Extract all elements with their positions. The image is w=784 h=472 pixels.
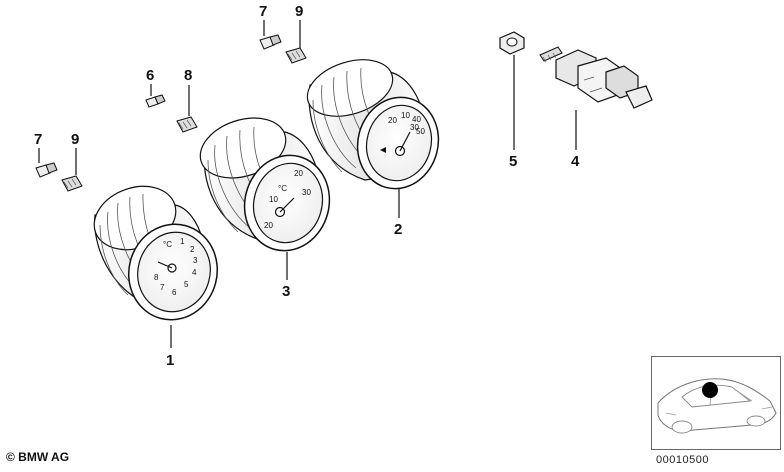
location-marker-icon — [702, 382, 718, 398]
gauge-3: °C 20 30 10 20 — [199, 117, 331, 252]
gauge-2-number: 10 — [401, 111, 410, 120]
socket-9-lower — [61, 175, 83, 192]
gauge-1-number: 4 — [192, 268, 197, 277]
nut-5 — [499, 31, 525, 55]
leader-lines — [38, 20, 577, 348]
gauge-1-number: 7 — [160, 283, 165, 292]
callout-8: 8 — [184, 67, 192, 84]
bulb-6 — [145, 94, 166, 108]
bulb-7-upper — [259, 34, 282, 50]
gauge-1: °C 1 2 3 4 5 6 7 8 — [93, 185, 219, 321]
car-outline-icon — [657, 378, 777, 434]
callout-9-lower: 9 — [71, 131, 79, 148]
gauge-2-number: 40 — [412, 115, 421, 124]
copyright-label: © BMW AG — [6, 450, 70, 464]
callout-6: 6 — [146, 67, 154, 84]
gauge-1-number: 5 — [184, 280, 189, 289]
gauge-1-unit: °C — [163, 240, 172, 249]
gauge-1-number: 6 — [172, 288, 177, 297]
car-locator-thumbnail — [651, 356, 781, 450]
gauge-1-number: 1 — [180, 237, 185, 246]
callout-9-upper: 9 — [295, 3, 303, 20]
gauge-1-number: 8 — [154, 273, 159, 282]
gauge-2-number: 20 — [388, 116, 397, 125]
socket-9-upper — [285, 47, 307, 64]
callout-3: 3 — [282, 283, 290, 300]
gauge-1-number: 2 — [190, 245, 195, 254]
gauge-3-number: 30 — [302, 188, 311, 197]
diagram-reference-number: 00010500 — [656, 454, 709, 466]
bulb-7-lower — [35, 162, 58, 178]
gauge-1-number: 3 — [193, 256, 198, 265]
callout-4: 4 — [571, 153, 580, 170]
callout-7-lower: 7 — [34, 131, 42, 148]
callout-7-upper: 7 — [259, 3, 267, 20]
gauge-3-number: 20 — [294, 169, 303, 178]
gauge-2-number: 50 — [416, 127, 425, 136]
gauge-2-number: 30 — [410, 123, 419, 132]
gauge-3-unit: °C — [278, 184, 287, 193]
sensor-4 — [539, 46, 653, 109]
gauge-3-number: 20 — [264, 221, 273, 230]
gauge-2: 20 10 30 40 50 — [306, 59, 440, 190]
socket-8 — [176, 116, 198, 133]
gauge-3-number: 10 — [269, 195, 278, 204]
callout-5: 5 — [509, 153, 517, 170]
callout-2: 2 — [394, 221, 402, 238]
callout-1: 1 — [166, 352, 174, 369]
